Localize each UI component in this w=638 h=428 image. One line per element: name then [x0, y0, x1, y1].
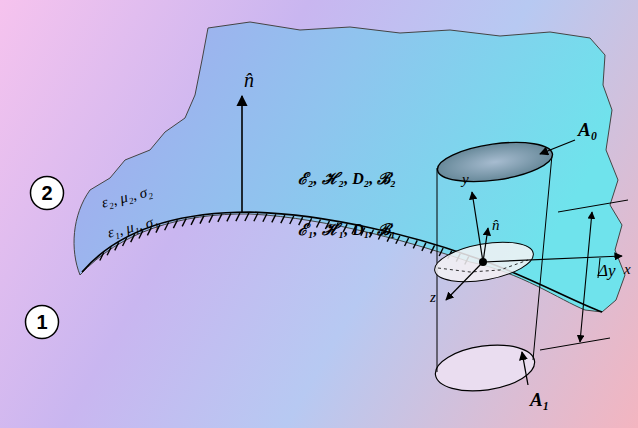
axis-label: x	[624, 262, 631, 277]
normal-label: n̂	[492, 218, 500, 233]
axis-label: y	[462, 172, 469, 187]
dimension-label: Δy	[598, 262, 616, 279]
area-label: A₀	[578, 120, 597, 139]
field-quantities: ℰ₁, ℋ₁, D₁, ℬ₁	[298, 222, 396, 238]
region-number: 2	[41, 182, 52, 205]
field-quantities: ℰ₂, ℋ₂, D₂, ℬ₂	[298, 171, 396, 187]
region-number: 1	[36, 311, 47, 334]
region-circle: 2	[29, 175, 65, 211]
normal-label: n̂	[244, 70, 254, 90]
area-label: A₁	[530, 390, 549, 409]
axis-label: z	[430, 290, 436, 305]
region-circle: 1	[24, 304, 60, 340]
